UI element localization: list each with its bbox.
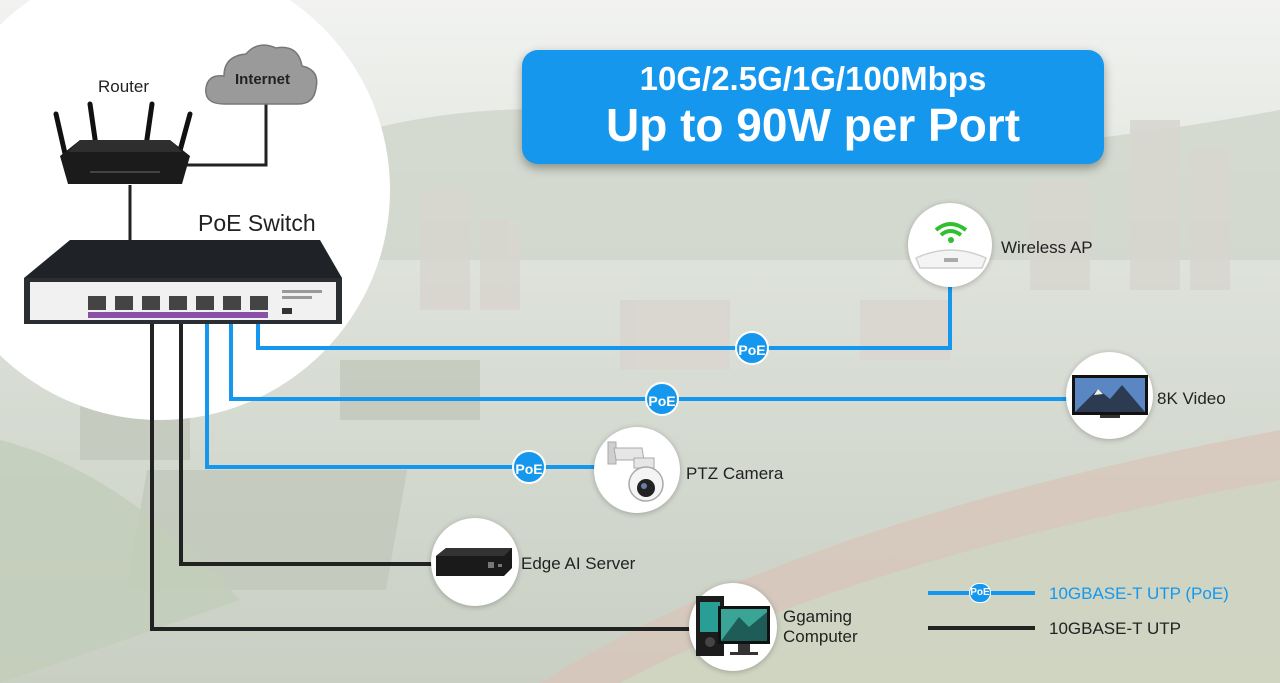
legend-utp-label: 10GBASE-T UTP bbox=[1049, 619, 1181, 638]
poe-link-ap bbox=[256, 278, 952, 350]
speed-banner: 10G/2.5G/1G/100Mbps Up to 90W per Port bbox=[522, 50, 1104, 164]
internet-label: Internet bbox=[235, 71, 291, 88]
switch-label: PoE Switch bbox=[198, 210, 316, 236]
poe-link-video bbox=[229, 322, 1075, 401]
poe-link-camera bbox=[205, 322, 600, 469]
router-label: Router bbox=[98, 77, 150, 96]
banner-power: Up to 90W per Port bbox=[605, 99, 1021, 151]
poe-badge-video: PoE bbox=[645, 382, 679, 416]
legend-poe-label: 10GBASE-T UTP (PoE) bbox=[1049, 584, 1229, 603]
ptz-camera-label: PTZ Camera bbox=[686, 464, 784, 483]
computer-label-line1: Ggaming bbox=[783, 607, 852, 626]
switch-icon bbox=[24, 240, 342, 324]
router-internet-link bbox=[166, 104, 268, 167]
wireless-ap-node bbox=[908, 203, 992, 287]
server-icon bbox=[436, 548, 512, 576]
poe-badge-camera: PoE bbox=[512, 450, 546, 484]
banner-speeds: 10G/2.5G/1G/100Mbps bbox=[639, 60, 987, 97]
wireless-ap-label: Wireless AP bbox=[1001, 238, 1093, 257]
cloud-icon bbox=[205, 44, 318, 105]
edge-server-label: Edge AI Server bbox=[521, 554, 636, 573]
poe-badge-ap: PoE bbox=[735, 331, 769, 365]
tv-icon bbox=[1072, 375, 1148, 418]
video-label: 8K Video bbox=[1157, 389, 1226, 408]
utp-link-computer bbox=[150, 322, 700, 631]
wireless-ap-icon bbox=[915, 222, 987, 269]
computer-icon bbox=[696, 596, 770, 656]
utp-link-server bbox=[179, 322, 440, 566]
legend-poe-badge: PoE bbox=[969, 583, 991, 603]
router-icon bbox=[53, 101, 193, 184]
computer-label-line2: Computer bbox=[783, 627, 858, 646]
ptz-camera-icon bbox=[607, 441, 664, 502]
